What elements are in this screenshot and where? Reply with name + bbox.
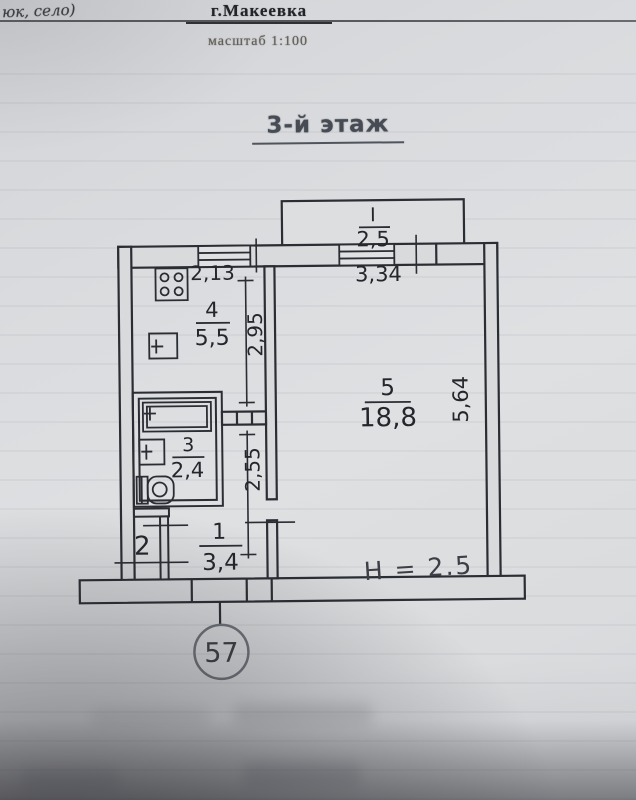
kitchen-depth-dim: 2,95 bbox=[243, 312, 267, 357]
kitchen-area: 5,5 bbox=[195, 326, 230, 351]
living-room-area: 18,8 bbox=[359, 403, 417, 434]
interior-wall-upper bbox=[263, 265, 278, 501]
balcony-room-number: I bbox=[370, 204, 376, 226]
show-through-text bbox=[243, 762, 361, 787]
closet-room-number: 2 bbox=[134, 532, 151, 562]
bathroom-area: 2,4 bbox=[171, 458, 205, 482]
sink-icon bbox=[138, 438, 166, 466]
kitchen-door bbox=[220, 410, 268, 426]
hall-depth-dim: 2,55 bbox=[240, 447, 264, 492]
kitchen-room-number: 4 bbox=[205, 298, 219, 322]
living-room-depth-dim: 5,64 bbox=[449, 376, 473, 423]
kitchen-width-dim: 2,13 bbox=[190, 261, 235, 285]
show-through-text bbox=[20, 768, 120, 790]
interior-wall-lower bbox=[265, 519, 279, 580]
bathroom-room-number: 3 bbox=[182, 434, 194, 456]
living-room-number: 5 bbox=[380, 375, 395, 401]
top-wall bbox=[117, 241, 499, 270]
right-wall bbox=[483, 241, 502, 580]
living-room-door-tick bbox=[245, 521, 296, 524]
balcony-area: 2,5 bbox=[356, 227, 390, 251]
show-through-text bbox=[233, 703, 373, 725]
bathtub-icon bbox=[141, 401, 213, 433]
balcony-width-dim: 3,34 bbox=[355, 262, 402, 286]
show-through-text bbox=[90, 708, 210, 726]
heater-icon bbox=[148, 332, 179, 360]
apartment-number: 57 bbox=[204, 638, 239, 669]
hall-room-number: 1 bbox=[212, 520, 226, 545]
stove-icon bbox=[154, 267, 189, 302]
hall-area: 3,4 bbox=[202, 550, 239, 576]
